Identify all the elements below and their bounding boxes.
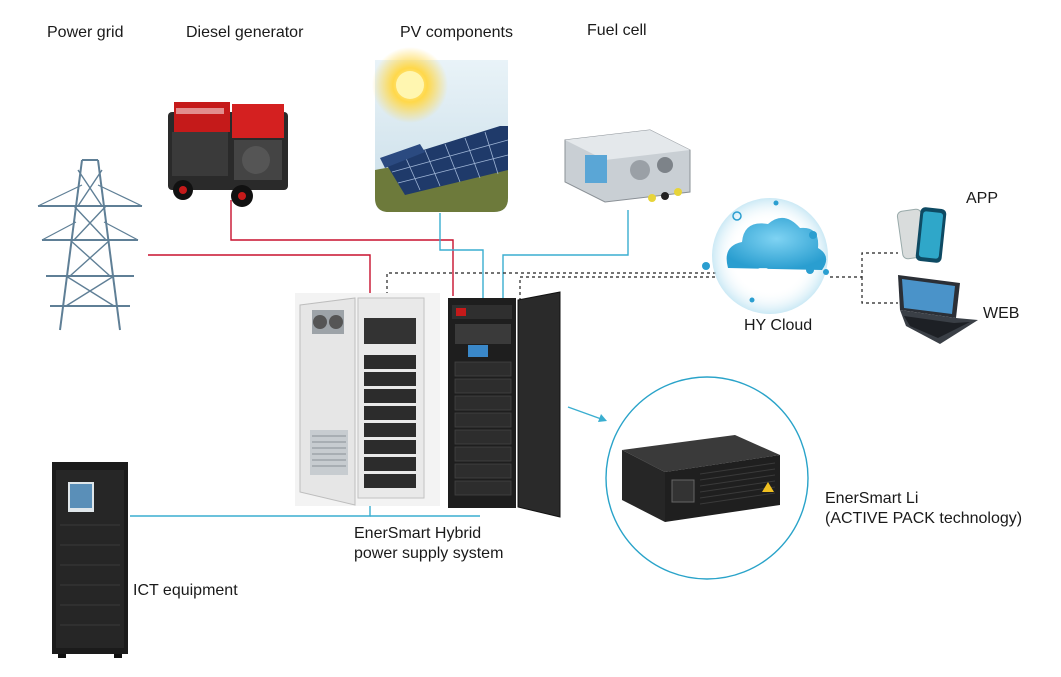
hybrid-system-label-line2: power supply system [354, 545, 504, 562]
hybrid-cabinet-right [448, 291, 561, 518]
laptop-icon [898, 275, 978, 344]
hybrid-to-cloud-comm-line-2 [519, 276, 716, 325]
generator-to-hybrid-line [230, 200, 454, 296]
pv-components-label: PV components [400, 24, 513, 41]
hybrid-system-label: EnerSmart Hybrid power supply system [354, 524, 503, 564]
smartphone-icon [896, 207, 947, 263]
pv-to-hybrid-line [439, 213, 484, 298]
pv-components-icon [372, 47, 509, 212]
web-label: WEB [983, 305, 1020, 322]
app-label: APP [966, 190, 999, 207]
hybrid-to-li-arrow [567, 406, 605, 421]
fuel-cell-label: Fuel cell [587, 22, 647, 39]
diesel-generator-icon [168, 102, 288, 207]
fuelcell-to-hybrid-line [502, 210, 629, 298]
comm-lines [386, 252, 898, 325]
fuel-cell-icon [564, 129, 691, 203]
hybrid-system-label-line1: EnerSmart Hybrid [354, 525, 482, 542]
hybrid-cabinet-left [295, 293, 440, 506]
arrow-head [598, 414, 607, 422]
hy-cloud-icon [702, 198, 829, 314]
power-grid-label: Power grid [47, 24, 124, 41]
dc-lines [130, 210, 629, 517]
diesel-generator-label: Diesel generator [186, 24, 304, 41]
enersmart-li-label: EnerSmart Li (ACTIVE PACK technology) [825, 489, 1022, 529]
cloud-to-web-comm-line [861, 277, 898, 304]
power-grid-tower-icon [37, 159, 143, 331]
ict-equipment-label: ICT equipment [133, 582, 238, 599]
hy-cloud-label: HY Cloud [744, 317, 813, 334]
cloud-to-devices-comm-line [830, 252, 898, 278]
grid-to-hybrid-line [148, 254, 371, 296]
hybrid-to-cloud-comm-line [386, 272, 716, 325]
enersmart-li-icon [605, 376, 809, 580]
enersmart-li-label-line1: EnerSmart Li [825, 490, 919, 507]
enersmart-li-label-line2: (ACTIVE PACK technology) [825, 510, 1023, 527]
ac-lines [148, 200, 454, 296]
ict-equipment-icon [52, 462, 128, 658]
